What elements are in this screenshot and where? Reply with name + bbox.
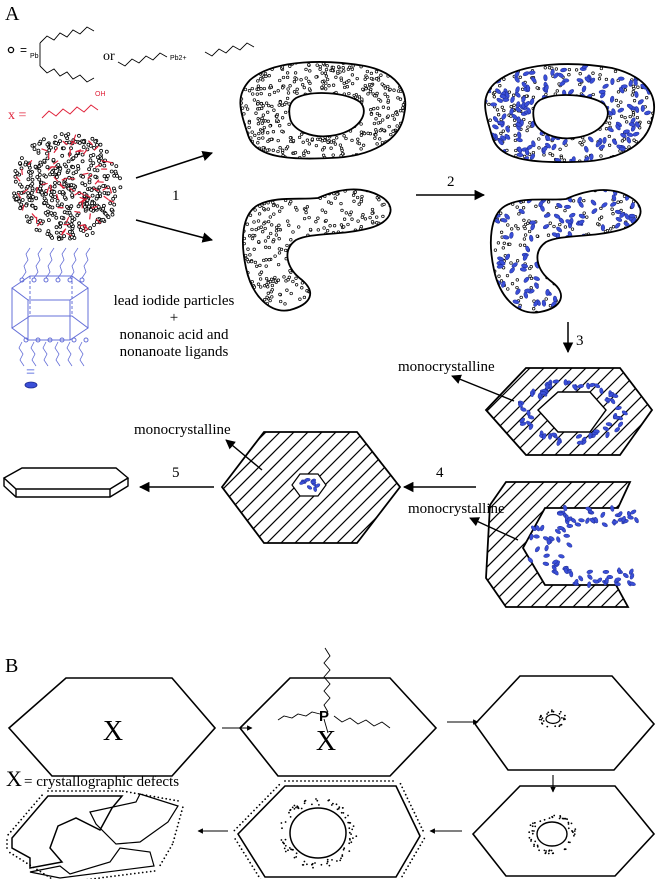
particle-cluster (12, 132, 123, 242)
panel-b-label: B (5, 655, 18, 677)
monocrystalline-pointer-2 (225, 439, 263, 471)
defect-hexagon-4 (471, 785, 656, 877)
pb2-label: Pb2+ (170, 55, 187, 62)
hook-aggregate (241, 188, 392, 312)
panel-a-label: A (5, 3, 20, 25)
defect-hexagon-5 (233, 780, 426, 879)
defect-x-mark-2: X (316, 726, 336, 757)
defect-hexagon-6 (6, 790, 184, 879)
particle-text-line3: nonanoic acid and (119, 327, 229, 343)
monocrystalline-hexagon-ring (484, 367, 654, 456)
step1-arrow-up (135, 150, 213, 179)
monocrystalline-label-1: monocrystalline (398, 359, 495, 375)
step1-label: 1 (172, 188, 180, 204)
ring-aggregate-platelets (484, 63, 655, 164)
lead-iodide-prism-icon (11, 247, 91, 367)
legend-x-equals: x = (8, 108, 27, 123)
particle-text-line2: + (170, 310, 178, 326)
legend-or: or (103, 49, 115, 64)
acid-oh-label: OH (95, 91, 106, 98)
lead-dicarboxylate-structure-icon (39, 26, 95, 83)
particle-text-line1: lead iodide particles (114, 293, 235, 309)
defects-x-legend: X (6, 766, 22, 791)
legend-nonanoic-acid: x = OH (8, 91, 106, 123)
ring-aggregate (239, 61, 407, 160)
step3-label: 3 (576, 333, 584, 349)
platelet-icon (24, 381, 38, 389)
step2-label: 2 (447, 174, 455, 190)
lead-carboxylate-salt-structure-icon (117, 42, 255, 67)
defect-hexagon-2: X P (238, 647, 438, 777)
hook-aggregate-platelets (489, 189, 642, 314)
monocrystalline-label-2: monocrystalline (134, 422, 231, 438)
monocrystalline-pointer-3 (469, 517, 519, 541)
defect-x-mark: X (103, 716, 123, 747)
platelet-equals: = (26, 364, 35, 381)
legend-equals: = (20, 43, 27, 57)
defect-hexagon-1: X (7, 677, 217, 777)
hexagonal-plate-icon (2, 467, 130, 498)
defect-hexagon-3 (473, 675, 656, 771)
particle-text-line4: nonanoate ligands (120, 344, 229, 360)
legend-lead-nonanoate: = Pb or Pb2+ (7, 26, 255, 83)
ligand-dot-icon (7, 46, 15, 54)
monocrystalline-label-3: monocrystalline (408, 501, 505, 517)
phosphine-ligand-icon (277, 647, 391, 734)
defects-description: = crystallographic defects (24, 774, 179, 790)
monocrystalline-pointer-1 (451, 374, 515, 402)
step1-arrow-down (135, 219, 214, 243)
step5-label: 5 (172, 465, 180, 481)
phosphine-p-label: P (319, 708, 329, 725)
pb-label: Pb (30, 53, 39, 60)
nonanoic-acid-structure-icon (41, 104, 99, 119)
particle-description: lead iodide particles + nonanoic acid an… (114, 293, 235, 360)
step4-label: 4 (436, 465, 444, 481)
